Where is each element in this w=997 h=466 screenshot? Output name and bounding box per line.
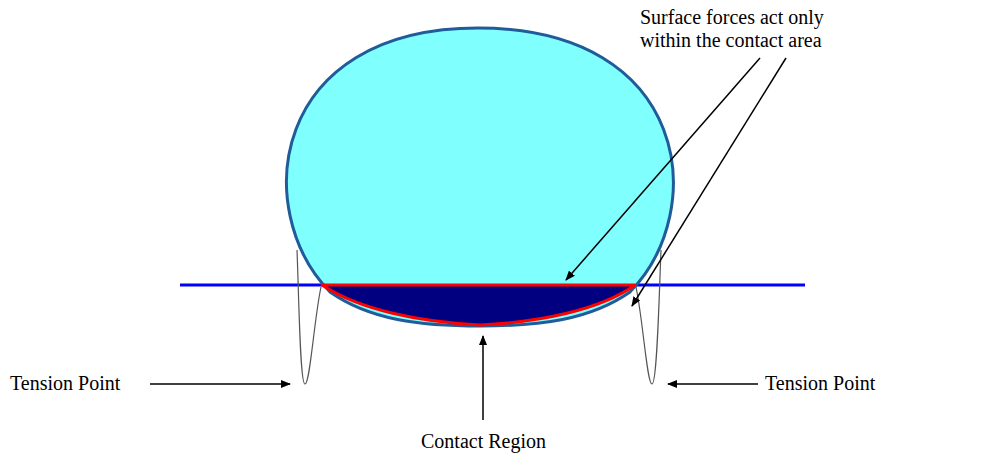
- leader-arrow: [632, 58, 786, 306]
- callout-label: Tension Point: [10, 372, 120, 395]
- tension-spike: [297, 250, 321, 384]
- contact-region: [322, 285, 635, 325]
- callout-label: Tension Point: [765, 372, 875, 395]
- tension-spike: [636, 250, 661, 384]
- leader-arrow: [150, 383, 290, 385]
- leader-arrow: [668, 383, 758, 385]
- note-label: Surface forces act only within the conta…: [640, 6, 868, 52]
- particle-body: [287, 28, 674, 326]
- leader-arrow: [566, 58, 760, 280]
- region-label: Contact Region: [421, 430, 546, 453]
- leader-arrow: [482, 336, 484, 420]
